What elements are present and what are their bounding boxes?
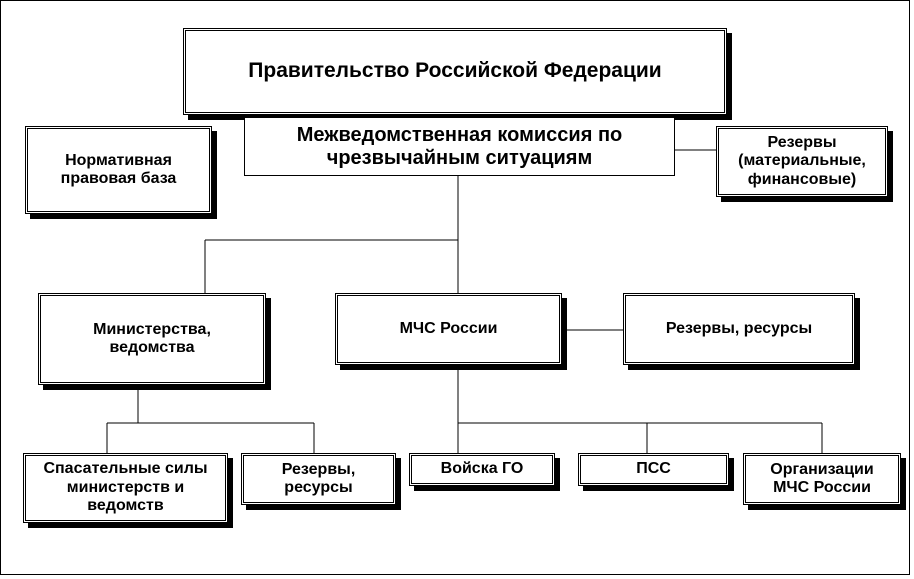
node-reserves-resources-mid: Резервы, ресурсы <box>623 293 855 365</box>
node-rescue-forces-label: Спасательные силы министерств и ведомств <box>43 460 208 515</box>
node-mchs-organizations: Организации МЧС России <box>743 453 901 505</box>
node-rescue-forces: Спасательные силы министерств и ведомств <box>23 453 228 523</box>
node-legal-base: Нормативная правовая база <box>25 126 212 214</box>
node-mchs-organizations-label: Организации МЧС России <box>770 460 874 496</box>
node-reserves-top-label: Резервы (материальные, финансовые) <box>738 133 866 188</box>
node-ministries: Министерства, ведомства <box>38 293 266 385</box>
node-government-label: Правительство Российской Федерации <box>248 59 662 83</box>
node-ministries-label: Министерства, ведомства <box>93 320 211 356</box>
node-reserves-top: Резервы (материальные, финансовые) <box>716 126 888 197</box>
node-pss: ПСС <box>578 453 729 486</box>
node-government: Правительство Российской Федерации <box>183 28 727 115</box>
node-civil-defense-troops-label: Войска ГО <box>440 460 524 478</box>
node-mchs-label: МЧС России <box>399 319 498 337</box>
node-reserves-resources-low: Резервы, ресурсы <box>241 453 396 505</box>
node-civil-defense-troops: Войска ГО <box>409 453 555 486</box>
node-pss-label: ПСС <box>636 460 671 478</box>
node-reserves-resources-mid-label: Резервы, ресурсы <box>665 319 813 337</box>
node-mchs: МЧС России <box>335 293 562 365</box>
node-legal-base-label: Нормативная правовая база <box>60 151 177 187</box>
node-commission: Межведомственная комиссия по чрезвычайны… <box>244 117 675 176</box>
node-reserves-resources-low-label: Резервы, ресурсы <box>281 460 356 496</box>
node-commission-label: Межведомственная комиссия по чрезвычайны… <box>296 123 623 169</box>
